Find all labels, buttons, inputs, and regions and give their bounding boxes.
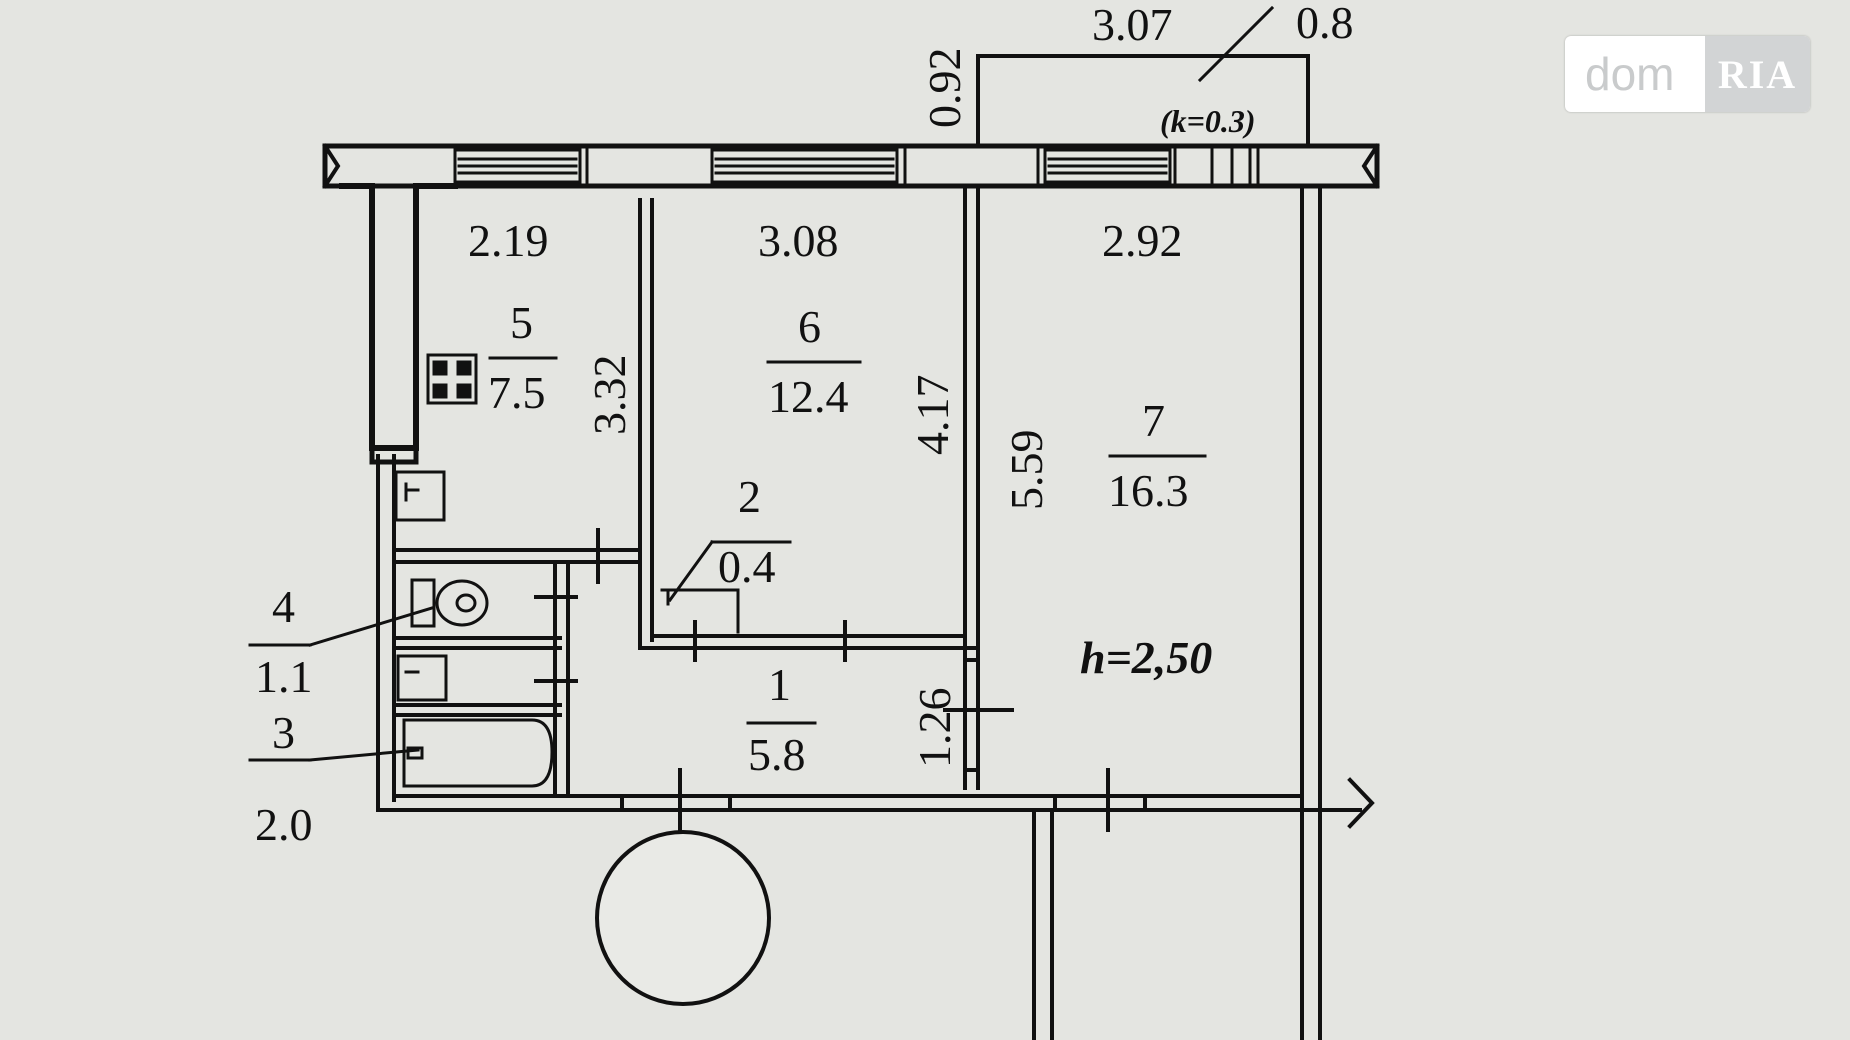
balcony-outline: [976, 54, 1310, 148]
room6-area: 12.4: [768, 371, 849, 422]
bathtub: [402, 718, 554, 788]
kitchen-length-label: 3.32: [584, 355, 635, 436]
balcony-width-label: 3.07: [1092, 0, 1173, 50]
room1-area: 5.8: [748, 729, 806, 780]
room4-number: 4: [272, 581, 295, 632]
ceiling-height-label: h=2,50: [1080, 632, 1212, 683]
room5-area: 7.5: [488, 367, 546, 418]
window: [453, 148, 582, 184]
kitchen-sink: [394, 470, 446, 522]
stair-walls: [1032, 184, 1322, 1040]
fraction-bars: [488, 356, 1207, 725]
hall-length-label: 1.26: [909, 688, 960, 769]
domria-watermark: dom RIA: [1565, 36, 1810, 112]
exterior-wall: [322, 143, 1380, 189]
window: [710, 148, 899, 184]
room1-number: 1: [768, 659, 791, 710]
kitchen-wall: [339, 183, 458, 451]
room6-number: 6: [798, 301, 821, 352]
room6-width-label: 3.08: [758, 215, 839, 266]
balcony-depth-label: 0.92: [919, 48, 970, 129]
room2-area: 0.4: [718, 541, 776, 592]
bottom-wall: [376, 768, 1375, 832]
balcony-glazing-label: 0.8: [1296, 0, 1354, 48]
stair-circle: [595, 830, 771, 1006]
interior-walls: [392, 184, 1014, 798]
bathroom-sink: [396, 654, 448, 702]
room5-number: 5: [510, 297, 533, 348]
watermark-sub: RIA: [1705, 36, 1810, 112]
room2-number: 2: [738, 471, 761, 522]
room3-area: 2.0: [255, 799, 313, 850]
room7-area: 16.3: [1108, 465, 1189, 516]
toilet: [410, 578, 489, 628]
room7-length-label: 5.59: [1001, 430, 1052, 511]
stove: [426, 353, 478, 405]
kitchen-width-label: 2.19: [468, 215, 549, 266]
closet-door: [660, 588, 740, 634]
balcony-coefficient-label: (k=0.3): [1160, 103, 1256, 139]
room6-length-label: 4.17: [907, 375, 958, 456]
room4-area: 1.1: [255, 651, 313, 702]
room7-number: 7: [1142, 395, 1165, 446]
watermark-brand: dom: [1585, 48, 1675, 100]
window: [1043, 148, 1172, 184]
balcony-door: [1173, 148, 1252, 184]
room7-width-label: 2.92: [1102, 215, 1183, 266]
leader-lines: [248, 5, 1275, 762]
left-wall: [376, 454, 396, 812]
room3-number: 3: [272, 707, 295, 758]
